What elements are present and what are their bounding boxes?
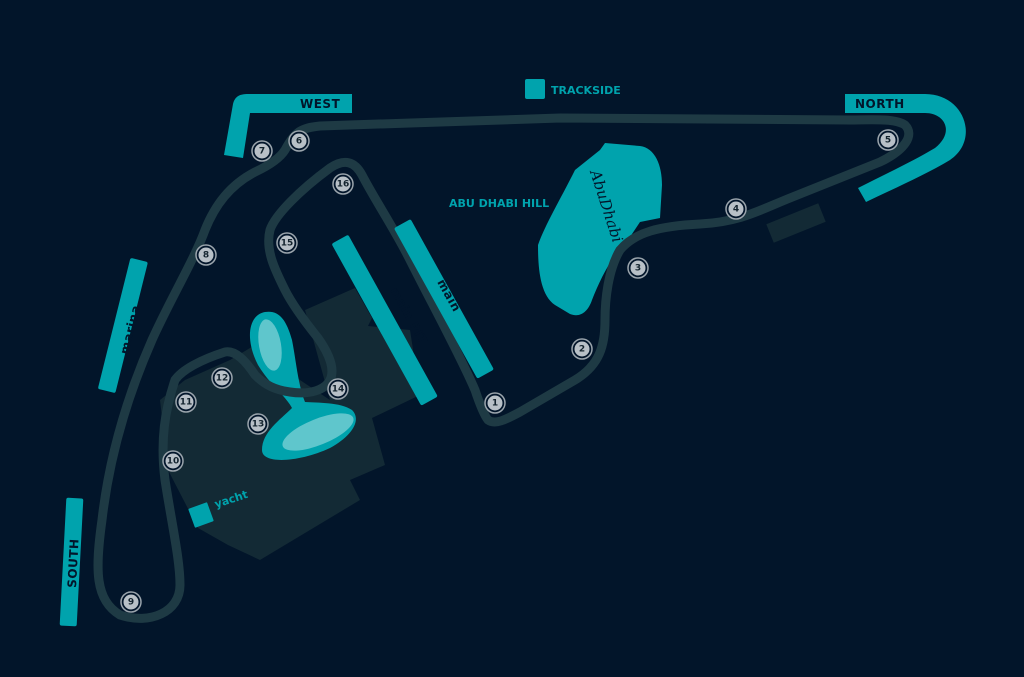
turn-marker-disc (250, 416, 266, 432)
grandstand-north-label: NORTH (855, 97, 905, 111)
turn-marker-disc (214, 370, 230, 386)
turn-number: 8 (203, 251, 209, 261)
turn-marker-14[interactable]: 14 (327, 378, 349, 400)
turn-marker-13[interactable]: 13 (247, 413, 269, 435)
turn-number: 5 (885, 136, 891, 146)
turn-marker-15[interactable]: 15 (276, 232, 298, 254)
abu-dhabi-hill (538, 143, 662, 316)
turn-marker-disc (291, 133, 307, 149)
grandstand-south[interactable]: SOUTH (59, 497, 84, 627)
turn-marker-5[interactable]: 5 (877, 129, 899, 151)
turn-marker-disc (279, 235, 295, 251)
marina-water-inner-bottom (282, 413, 354, 451)
grandstand-south-shape (59, 497, 84, 627)
grandstand-west[interactable]: WEST (224, 94, 352, 158)
turn-number: 6 (296, 137, 302, 147)
turn-marker-4[interactable]: 4 (725, 198, 747, 220)
marina-water (249, 311, 356, 460)
turn-marker-disc (574, 341, 590, 357)
trackside-label: TRACKSIDE (551, 84, 621, 97)
trackside-icon (525, 79, 545, 99)
turn-marker-9[interactable]: 9 (120, 591, 142, 613)
turn-marker-7[interactable]: 7 (251, 140, 273, 162)
turn-number: 15 (281, 239, 294, 249)
turn-marker-12[interactable]: 12 (211, 367, 233, 389)
turn-marker-disc (123, 594, 139, 610)
turn-marker-disc (198, 247, 214, 263)
turn-marker-disc (630, 260, 646, 276)
grandstand-west-shape (224, 94, 352, 158)
turn-marker-16[interactable]: 16 (332, 173, 354, 195)
yacht-icon (188, 502, 214, 528)
north-building (766, 203, 826, 243)
turn-number: 4 (733, 205, 739, 215)
marina-water-inner-top (258, 319, 282, 371)
turn-marker-8[interactable]: 8 (195, 244, 217, 266)
grandstand-marina-shape (98, 258, 148, 393)
grandstand-west-label: WEST (300, 97, 341, 111)
turn-number: 2 (579, 345, 585, 355)
turn-number: 16 (337, 180, 350, 190)
grandstand-south-label: SOUTH (65, 538, 82, 588)
turn-number: 10 (167, 457, 180, 467)
turn-marker-disc (335, 176, 351, 192)
turn-marker-6[interactable]: 6 (288, 130, 310, 152)
turn-marker-disc (165, 453, 181, 469)
turn-number: 3 (635, 264, 641, 274)
turn-number: 12 (216, 374, 229, 384)
race-track (93, 113, 914, 623)
turn-marker-11[interactable]: 11 (175, 391, 197, 413)
turn-marker-disc (880, 132, 896, 148)
area-trackside[interactable]: TRACKSIDE (525, 79, 621, 99)
turn-marker-disc (254, 143, 270, 159)
turn-number: 7 (259, 147, 265, 157)
turn-marker-1[interactable]: 1 (484, 392, 506, 414)
abu-dhabi-hill-label[interactable]: ABU DHABI HILL (449, 197, 549, 210)
grandstand-north[interactable]: NORTH (845, 94, 966, 202)
turn-number: 9 (128, 598, 134, 608)
turn-marker-3[interactable]: 3 (627, 257, 649, 279)
grandstand-main-pit-shape (332, 235, 438, 405)
turn-marker-2[interactable]: 2 (571, 338, 593, 360)
turn-number: 1 (492, 399, 498, 409)
turn-number: 14 (332, 385, 345, 395)
turn-number: 13 (252, 420, 265, 430)
turn-marker-disc (178, 394, 194, 410)
turn-marker-disc (330, 381, 346, 397)
grandstand-north-shape (845, 94, 966, 202)
turn-number: 11 (180, 398, 193, 408)
turn-marker-disc (487, 395, 503, 411)
grandstand-main-shape (394, 219, 494, 378)
turn-marker-10[interactable]: 10 (162, 450, 184, 472)
turn-marker-disc (728, 201, 744, 217)
